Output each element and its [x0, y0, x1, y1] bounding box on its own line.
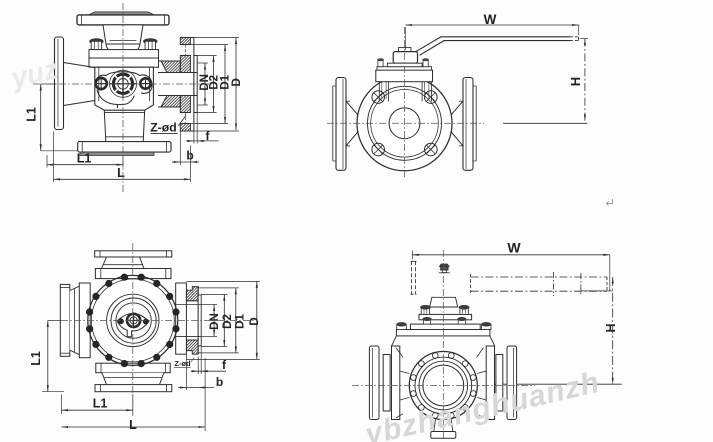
svg-text:D2: D2 [222, 314, 234, 329]
svg-text:b: b [186, 149, 193, 163]
svg-text:L: L [129, 418, 137, 432]
svg-text:W: W [507, 240, 521, 256]
svg-text:L1: L1 [29, 351, 43, 366]
svg-text:Z-ød: Z-ød [150, 121, 176, 135]
svg-text:L1: L1 [93, 397, 108, 411]
svg-text:f: f [222, 358, 227, 372]
svg-text:L1: L1 [25, 107, 39, 122]
svg-text:f: f [206, 129, 211, 143]
svg-text:D: D [249, 317, 261, 325]
svg-text:L: L [117, 166, 125, 180]
svg-text:DN: DN [209, 313, 221, 330]
svg-text:D2: D2 [209, 75, 221, 90]
svg-text:DN: DN [199, 74, 211, 91]
svg-text:H: H [604, 323, 618, 332]
svg-text:H: H [568, 77, 583, 86]
svg-text:L1: L1 [77, 152, 92, 166]
svg-text:b: b [216, 375, 223, 389]
svg-text:D: D [231, 78, 243, 86]
svg-text:Z-ød: Z-ød [174, 359, 191, 368]
svg-text:D1: D1 [220, 74, 232, 89]
svg-text:D1: D1 [235, 314, 247, 329]
svg-text:W: W [484, 12, 497, 27]
